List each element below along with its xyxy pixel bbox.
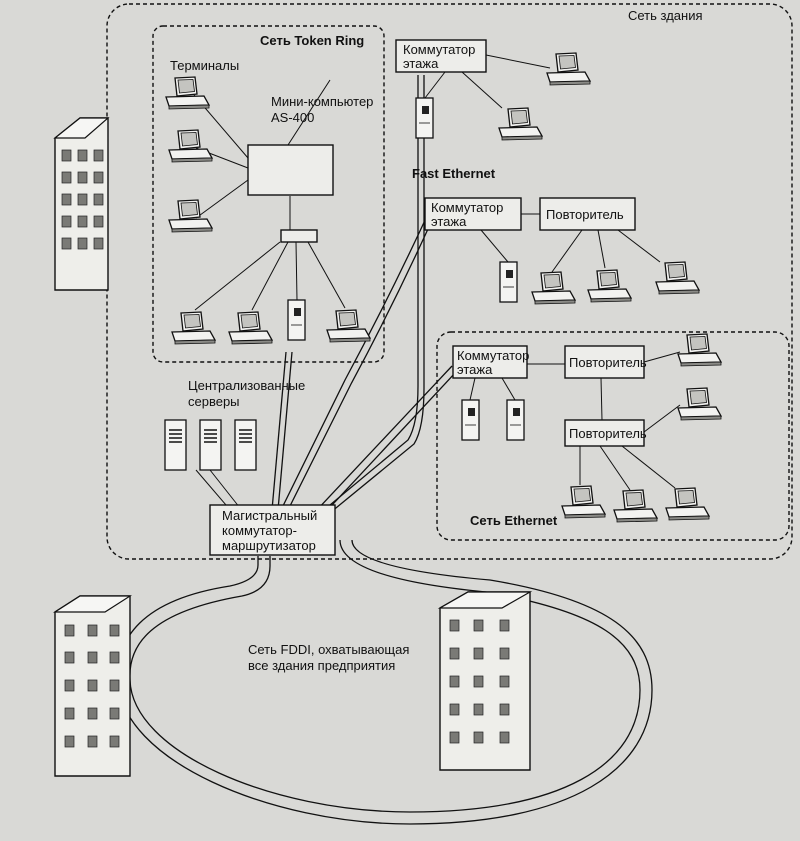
desktop-computer-icon xyxy=(613,489,658,523)
token-ring-frame xyxy=(152,25,385,363)
desktop-computer-icon xyxy=(165,76,210,110)
central-servers-label-line2: серверы xyxy=(188,394,240,409)
repeater-eth-2-label: Повторитель xyxy=(569,426,647,441)
building-network-label: Сеть здания xyxy=(628,8,703,23)
token-ring-label: Сеть Token Ring xyxy=(260,33,364,48)
repeater-fe-label: Повторитель xyxy=(546,207,624,222)
tower-server-icon xyxy=(287,299,306,341)
floor-switch-ethernet xyxy=(452,345,528,379)
office-building-icon xyxy=(53,117,110,291)
tower-server-icon xyxy=(199,419,222,471)
desktop-computer-icon xyxy=(546,52,591,86)
floor-switch-eth-label-line1: Коммутатор xyxy=(457,348,529,363)
desktop-computer-icon xyxy=(228,311,273,345)
repeater-ethernet-2 xyxy=(564,419,645,447)
floor-switch-fe-label-line2: этажа xyxy=(431,214,467,229)
token-ring-hub xyxy=(280,229,318,243)
tower-server-icon xyxy=(461,399,480,441)
desktop-computer-icon xyxy=(677,387,722,421)
repeater-ethernet-1 xyxy=(564,345,645,379)
desktop-computer-icon xyxy=(531,271,576,305)
floor-switch-top-label-line1: Коммутатор xyxy=(403,42,475,57)
floor-switch-top-label-line2: этажа xyxy=(403,56,439,71)
tower-server-icon xyxy=(164,419,187,471)
floor-switch-eth-label-line2: этажа xyxy=(457,362,493,377)
desktop-computer-icon xyxy=(171,311,216,345)
terminals-label: Терминалы xyxy=(170,58,239,73)
office-building-icon xyxy=(52,595,133,777)
floor-switch-fe-label-line1: Коммутатор xyxy=(431,200,503,215)
tower-server-icon xyxy=(499,261,518,303)
repeater-fast-ethernet xyxy=(539,197,636,231)
desktop-computer-icon xyxy=(587,269,632,303)
tower-server-icon xyxy=(234,419,257,471)
desktop-computer-icon xyxy=(655,261,700,295)
desktop-computer-icon xyxy=(168,129,213,163)
backbone-label-line2: коммутатор- xyxy=(222,523,297,538)
desktop-computer-icon xyxy=(665,487,710,521)
backbone-label-line1: Магистральный xyxy=(222,508,317,523)
tower-server-icon xyxy=(506,399,525,441)
floor-switch-fast-ethernet xyxy=(424,197,522,231)
backbone-label-line3: маршрутизатор xyxy=(222,538,316,553)
backbone-switch-router xyxy=(209,504,336,556)
floor-switch-top xyxy=(395,39,487,73)
repeater-eth-1-label: Повторитель xyxy=(569,355,647,370)
cables xyxy=(117,54,681,825)
tower-server-icon xyxy=(415,97,434,139)
desktop-computer-icon xyxy=(168,199,213,233)
fddi-label-line2: все здания предприятия xyxy=(248,658,395,673)
desktop-computer-icon xyxy=(498,107,543,141)
desktop-computer-icon xyxy=(677,333,722,367)
fast-ethernet-label: Fast Ethernet xyxy=(412,166,496,181)
minicomputer-as400 xyxy=(247,144,334,196)
desktop-computer-icon xyxy=(326,309,371,343)
ethernet-label: Сеть Ethernet xyxy=(470,513,558,528)
desktop-computer-icon xyxy=(561,485,606,519)
office-building-icon xyxy=(437,591,533,771)
central-servers-label-line1: Централизованные xyxy=(188,378,305,393)
minicomputer-label-line1: Мини-компьютер xyxy=(271,94,373,109)
minicomputer-label-line2: AS-400 xyxy=(271,110,314,125)
ethernet-frame xyxy=(436,331,790,541)
fddi-label-line1: Сеть FDDI, охватывающая xyxy=(248,642,409,657)
